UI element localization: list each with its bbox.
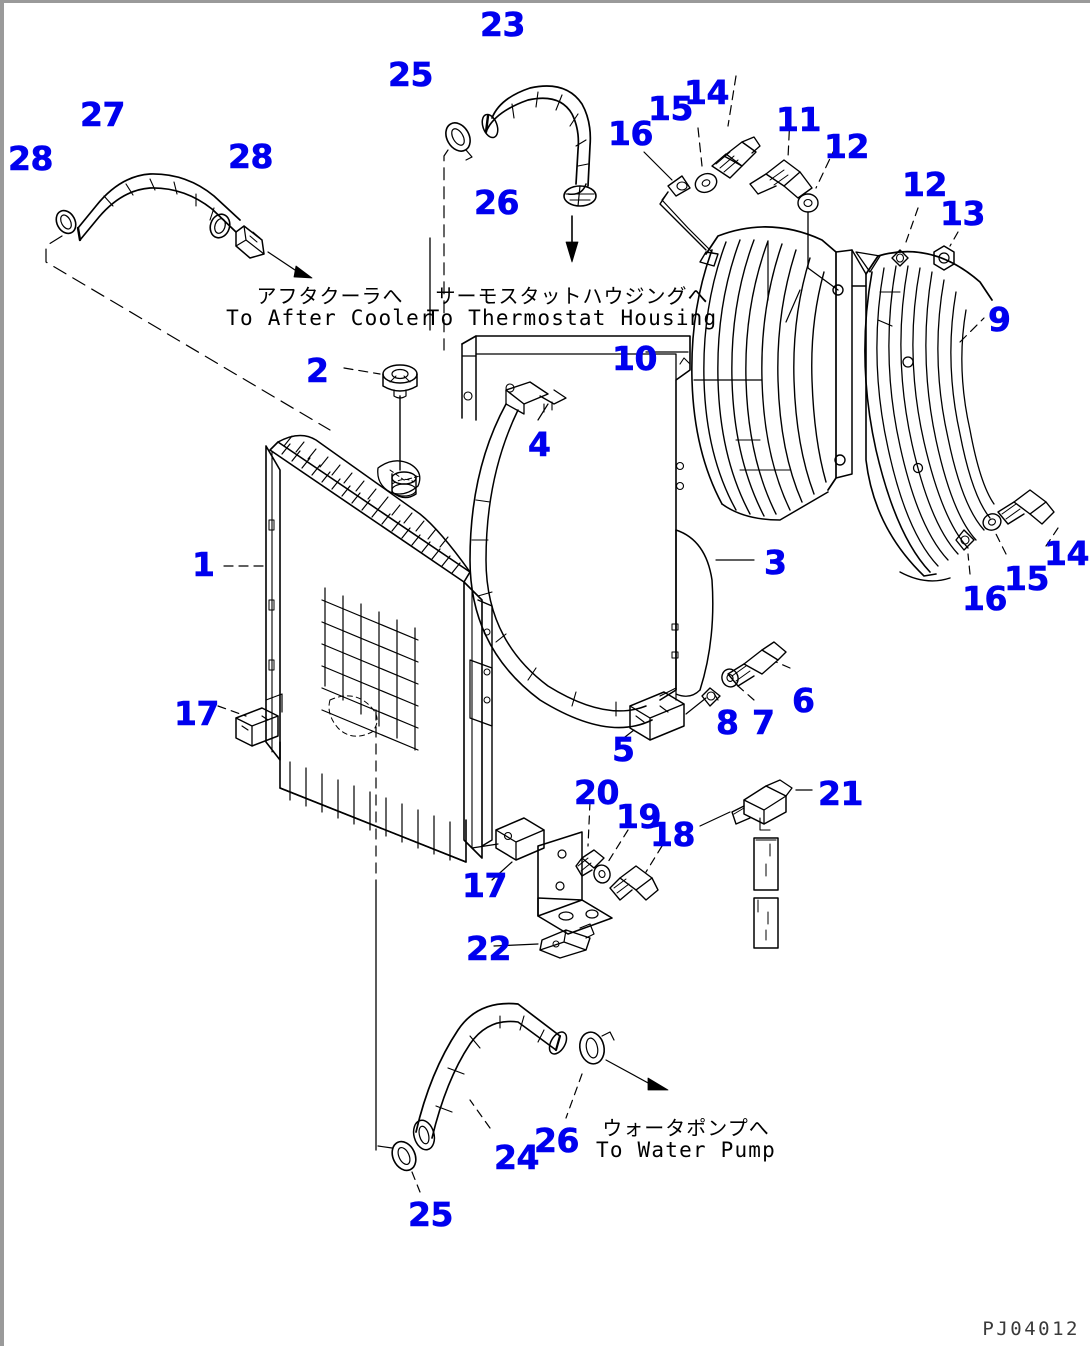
part-number-5: 5 xyxy=(612,730,636,769)
part-number-26: 26 xyxy=(534,1121,580,1160)
callout-water-pump: ウォータポンプへ To Water Pump xyxy=(596,1117,776,1163)
part-number-26: 26 xyxy=(474,183,520,222)
callout-thermostat-housing: サーモスタットハウジングへ To Thermostat Housing xyxy=(427,285,718,331)
part-number-25: 25 xyxy=(388,55,434,94)
part-number-7: 7 xyxy=(752,703,776,742)
part-number-8: 8 xyxy=(716,703,740,742)
part-number-28: 28 xyxy=(228,137,274,176)
callout-thermostat-housing-en: To Thermostat Housing xyxy=(426,306,718,331)
part-number-4: 4 xyxy=(528,425,552,464)
part-number-28: 28 xyxy=(8,139,54,178)
part-number-19: 19 xyxy=(616,797,662,836)
part-number-2: 2 xyxy=(306,351,330,390)
part-number-13: 13 xyxy=(940,194,986,233)
radiator-cap xyxy=(343,364,418,471)
part-number-17: 17 xyxy=(462,866,508,905)
part-number-18: 18 xyxy=(650,815,696,854)
shroud-hardware-top xyxy=(643,75,839,291)
part-number-15: 15 xyxy=(648,89,694,128)
callout-after-cooler-en: To After Cooler xyxy=(226,306,434,331)
after-cooler-hose-assembly xyxy=(45,173,331,431)
part-number-3: 3 xyxy=(764,543,788,582)
part-number-12: 12 xyxy=(902,165,948,204)
part-number-11: 11 xyxy=(776,100,822,139)
callout-thermostat-housing-jp: サーモスタットハウジングへ xyxy=(435,284,709,308)
part-number-14: 14 xyxy=(684,73,730,112)
thermostat-hose-assembly xyxy=(429,85,597,351)
part-number-17: 17 xyxy=(174,694,220,733)
part-number-24: 24 xyxy=(494,1138,540,1177)
callout-after-cooler: アフタクーラへ To After Cooler xyxy=(226,285,434,331)
part-number-27: 27 xyxy=(80,95,126,134)
radiator-mount-upper xyxy=(217,693,283,747)
radiator-mount-lower xyxy=(471,801,663,959)
callout-after-cooler-jp: アフタクーラへ xyxy=(256,284,404,308)
part-number-9: 9 xyxy=(988,300,1012,339)
callout-water-pump-jp: ウォータポンプへ xyxy=(602,1116,770,1140)
part-number-21: 21 xyxy=(818,774,864,813)
part-number-14: 14 xyxy=(1044,534,1090,573)
part-number-1: 1 xyxy=(192,545,216,584)
part-number-6: 6 xyxy=(792,681,816,720)
part-number-12: 12 xyxy=(824,127,870,166)
fan-shroud xyxy=(645,226,853,521)
part-number-16: 16 xyxy=(608,114,654,153)
part-number-25: 25 xyxy=(408,1195,454,1234)
drain-cock-assembly xyxy=(699,779,813,949)
radiator-assembly xyxy=(223,434,493,881)
fan-guard-hardware xyxy=(891,207,1059,575)
water-pump-hose-assembly xyxy=(375,879,669,1193)
shroud-frame-and-hose xyxy=(461,335,755,729)
fan-guard xyxy=(851,249,995,582)
part-number-20: 20 xyxy=(574,773,620,812)
part-number-16: 16 xyxy=(962,579,1008,618)
part-number-10: 10 xyxy=(612,339,658,378)
part-number-22: 22 xyxy=(466,929,512,968)
drawing-code: PJ04012 xyxy=(982,1318,1080,1340)
part-number-23: 23 xyxy=(480,5,526,44)
shroud-lower-bracket xyxy=(615,641,791,745)
callout-water-pump-en: To Water Pump xyxy=(596,1138,776,1163)
part-number-15: 15 xyxy=(1004,559,1050,598)
